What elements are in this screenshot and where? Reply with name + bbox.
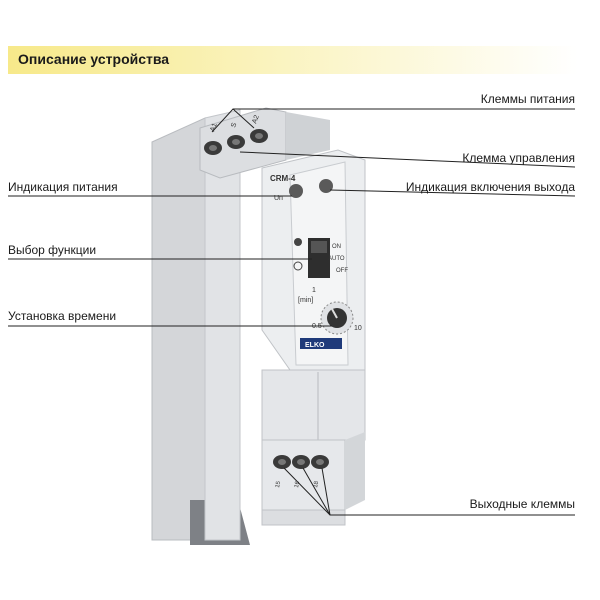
- switch-auto-label: AUTO: [328, 256, 345, 262]
- dial-max-label: 10: [354, 325, 362, 332]
- switch-off-label: OFF: [336, 268, 348, 274]
- dial-top-label: 1: [312, 287, 316, 294]
- dial-unit-label: [min]: [298, 297, 313, 304]
- label-control-terminal: Клемма управления: [462, 151, 575, 165]
- power-terminal-screws: [204, 129, 268, 155]
- power-led-icon: [289, 184, 303, 198]
- terminal-label-16: 16: [294, 480, 301, 488]
- led-power-label: Un: [274, 195, 283, 202]
- bulb-off-icon: [293, 261, 303, 271]
- terminal-label-15: 15: [275, 480, 282, 488]
- output-led-icon: [319, 179, 333, 193]
- terminal-label-s: S: [230, 122, 238, 129]
- terminal-label-a1: A1: [209, 122, 219, 133]
- bulb-on-icon: [294, 238, 302, 246]
- section-header: Описание устройства: [8, 46, 578, 74]
- callout-line-output-indication: [329, 189, 576, 197]
- terminal-label-18: 18: [313, 480, 320, 488]
- callout-lines: [8, 108, 576, 516]
- label-power-terminals: Клеммы питания: [480, 92, 575, 106]
- label-output-indication: Индикация включения выхода: [405, 180, 575, 194]
- terminal-label-a2: A2: [251, 114, 261, 125]
- label-power-indication: Индикация питания: [8, 180, 118, 194]
- brand-label: ELKO: [305, 342, 325, 349]
- label-output-terminals: Выходные клеммы: [469, 497, 575, 511]
- brand-plate: [300, 338, 342, 349]
- label-time-setting: Установка времени: [8, 309, 117, 323]
- function-switch[interactable]: [308, 238, 330, 278]
- section-title: Описание устройства: [18, 51, 170, 67]
- label-function-select: Выбор функции: [8, 243, 97, 257]
- output-terminal-screws: [273, 455, 329, 469]
- switch-on-label: ON: [332, 244, 341, 250]
- model-label: CRM-4: [270, 174, 296, 183]
- callout-line-control-terminal: [239, 151, 576, 168]
- time-dial[interactable]: [320, 301, 354, 335]
